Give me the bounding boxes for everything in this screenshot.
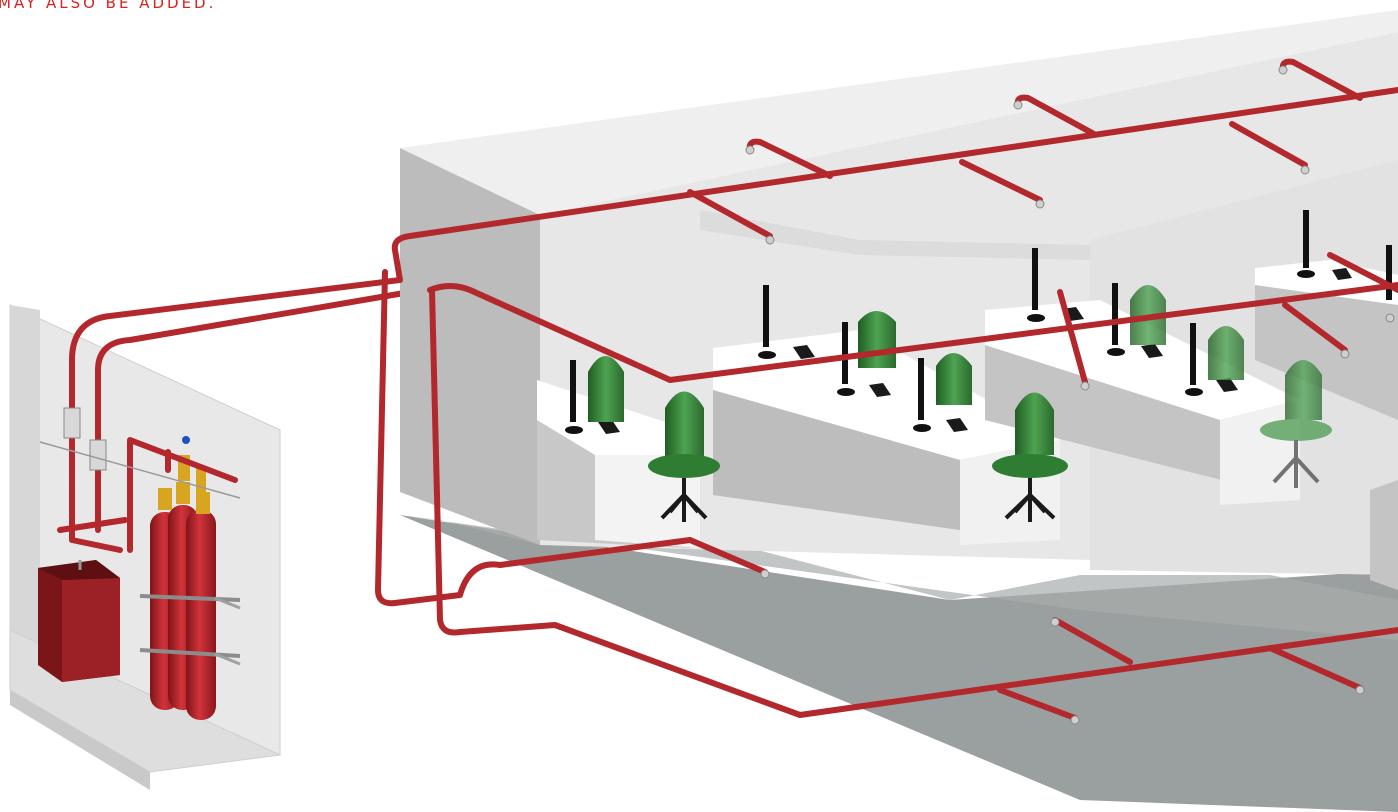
ceiling-panel	[400, 10, 1398, 215]
chair-3	[858, 311, 896, 368]
chair-4	[936, 353, 972, 405]
chair-7	[1208, 326, 1244, 380]
room-side-wall	[10, 305, 40, 650]
left-wall	[400, 148, 540, 545]
chair-2	[648, 391, 720, 522]
keyboards	[598, 268, 1352, 434]
caption: may also be added.	[0, 0, 217, 12]
room-floor-front	[10, 690, 150, 790]
chair-8	[1260, 360, 1332, 488]
suppression-room	[9, 304, 282, 790]
chair-5	[992, 392, 1068, 522]
valve-2	[176, 482, 190, 504]
nozzles	[745, 65, 1395, 725]
chair-1	[588, 356, 624, 422]
desk-5	[1370, 480, 1398, 590]
cylinder-3	[186, 510, 216, 720]
ceiling-pipes	[375, 58, 1398, 721]
room-valves	[39, 407, 241, 570]
gas-cylinders	[139, 436, 241, 720]
valve-1	[158, 488, 172, 510]
control-cabinet	[38, 560, 120, 682]
monitors	[565, 210, 1392, 434]
valve-3	[196, 492, 210, 514]
